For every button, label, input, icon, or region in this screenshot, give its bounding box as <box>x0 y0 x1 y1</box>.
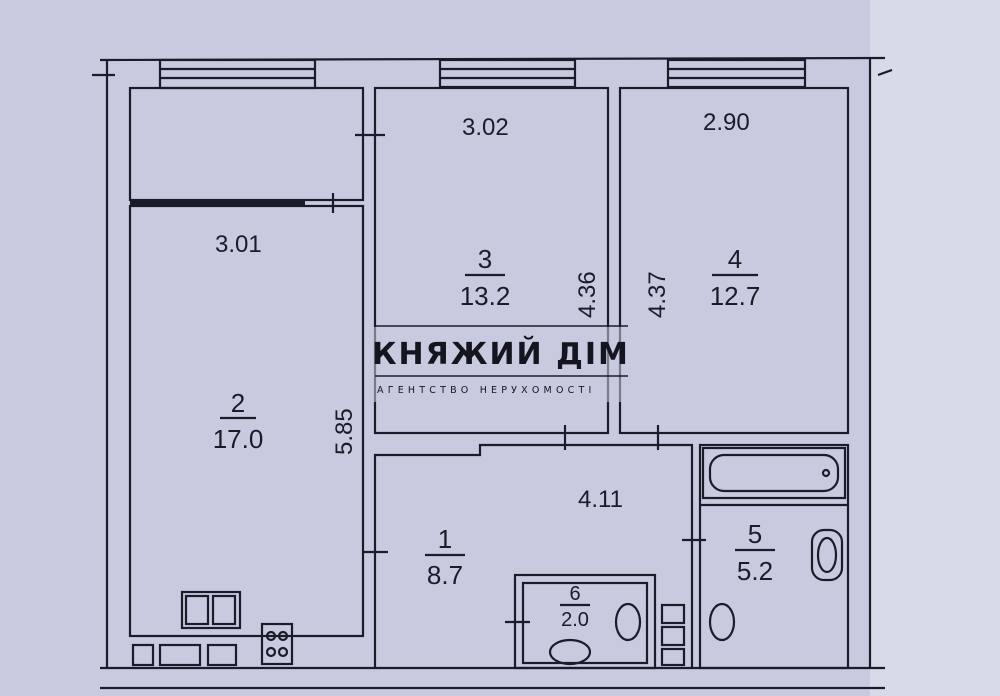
dim-room2-width: 3.01 <box>215 231 262 258</box>
dim-room2-length: 5.85 <box>331 408 358 455</box>
room6-area: 2.0 <box>561 609 589 631</box>
dim-room4-width: 2.90 <box>703 109 750 136</box>
dim-room4-length: 4.37 <box>644 271 671 318</box>
dim-room3-length: 4.36 <box>574 271 601 318</box>
room-1 <box>362 443 706 668</box>
dim-room1-width: 4.11 <box>578 486 623 513</box>
room4-area: 12.7 <box>710 281 761 311</box>
room2-area: 17.0 <box>213 424 264 454</box>
dim-room3-width: 3.02 <box>462 114 509 141</box>
room-2 <box>128 204 365 667</box>
room3-number: 3 <box>478 244 492 274</box>
paper-edge <box>870 0 1000 696</box>
watermark-logo: КНЯЖИЙ ДІМ АГЕНТСТВО НЕРУХОМОСТІ <box>368 325 630 402</box>
room4-number: 4 <box>728 244 742 274</box>
logo-brand: КНЯЖИЙ ДІМ <box>372 336 630 372</box>
room5-number: 5 <box>748 519 762 549</box>
room1-number: 1 <box>438 524 452 554</box>
logo-tagline: АГЕНТСТВО НЕРУХОМОСТІ <box>377 385 595 396</box>
room-5 <box>698 443 850 670</box>
shafts <box>660 603 686 667</box>
windows <box>158 58 807 90</box>
room1-area: 8.7 <box>427 560 463 590</box>
room3-area: 13.2 <box>460 281 511 311</box>
room5-area: 5.2 <box>737 556 773 586</box>
room-balcony <box>128 86 385 213</box>
room-6 <box>505 573 657 670</box>
room6-number: 6 <box>569 583 580 605</box>
room2-number: 2 <box>231 388 245 418</box>
